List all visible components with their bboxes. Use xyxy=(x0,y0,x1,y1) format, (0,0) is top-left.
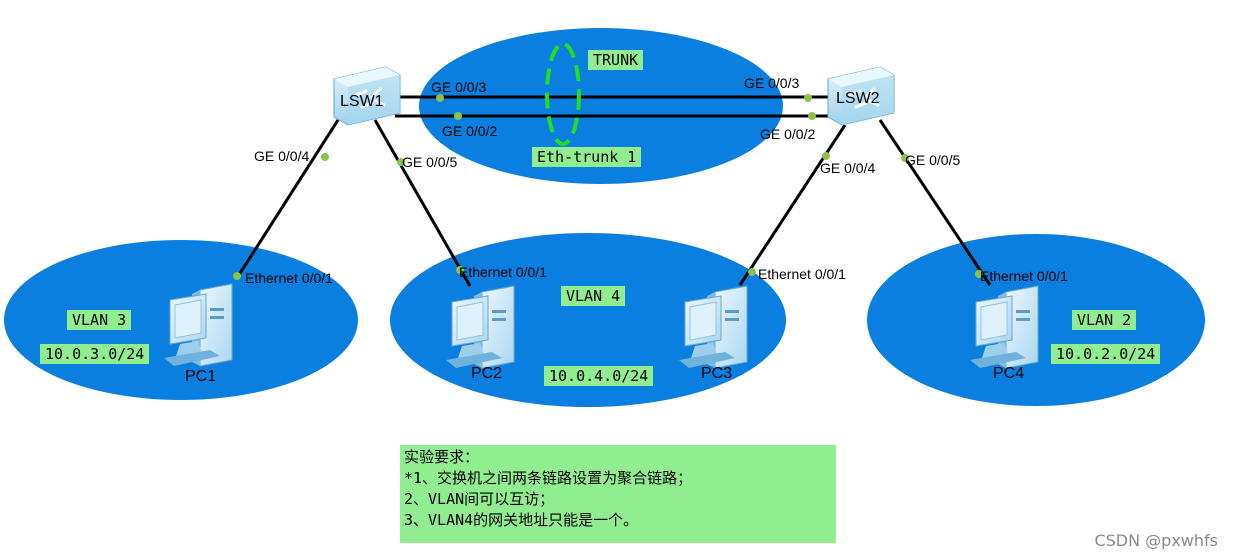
vlan3-network-tag: 10.0.3.0/24 xyxy=(40,344,150,364)
requirements-title: 实验要求： xyxy=(404,448,480,466)
pc1-label: PC1 xyxy=(185,368,216,385)
pc4-label: PC4 xyxy=(993,365,1024,382)
watermark: CSDN @pxwhfs xyxy=(1094,531,1218,550)
vlan4-tag: VLAN 4 xyxy=(561,286,626,306)
port-label: Ethernet 0/0/1 xyxy=(758,266,846,282)
vlan2-network-tag: 10.0.2.0/24 xyxy=(1051,344,1161,364)
eth-trunk-tag: Eth-trunk 1 xyxy=(532,147,642,167)
port-dots xyxy=(233,94,983,280)
port-label: Ethernet 0/0/1 xyxy=(459,264,547,280)
port-label: GE 0/0/2 xyxy=(760,126,815,142)
link-lsw2-pc4 xyxy=(878,119,992,286)
link-lsw2-pc3 xyxy=(738,124,847,286)
vlan4-network-tag: 10.0.4.0/24 xyxy=(544,366,654,386)
port-label: Ethernet 0/0/1 xyxy=(245,270,333,286)
pc3-label: PC3 xyxy=(701,365,732,382)
vlan3-tag: VLAN 3 xyxy=(67,310,132,330)
lsw2-label: LSW2 xyxy=(836,90,880,107)
requirement-item: 3、VLAN4的网关地址只能是一个。 xyxy=(404,511,639,529)
port-label: GE 0/0/3 xyxy=(744,75,799,91)
lsw1-label: LSW1 xyxy=(340,93,384,110)
port-label: GE 0/0/4 xyxy=(820,160,875,176)
requirement-item: 2、VLAN间可以互访； xyxy=(404,490,555,508)
port-label: GE 0/0/2 xyxy=(442,123,497,139)
port-label: GE 0/0/5 xyxy=(402,154,457,170)
requirement-item: *1、交换机之间两条链路设置为聚合链路； xyxy=(404,469,693,487)
eth-trunk-ring xyxy=(545,42,581,146)
trunk-area xyxy=(419,28,783,184)
link-lsw1-pc2 xyxy=(373,119,472,287)
port-label: GE 0/0/3 xyxy=(431,79,486,95)
vlan2-tag: VLAN 2 xyxy=(1072,310,1137,330)
trunk-tag: TRUNK xyxy=(588,50,644,70)
port-label: Ethernet 0/0/1 xyxy=(980,268,1068,284)
requirements-box: 实验要求： *1、交换机之间两条链路设置为聚合链路； 2、VLAN间可以互访； … xyxy=(400,445,836,543)
link-lsw1-pc1 xyxy=(235,119,340,279)
port-label: GE 0/0/5 xyxy=(905,152,960,168)
port-label: GE 0/0/4 xyxy=(254,148,309,164)
pc2-label: PC2 xyxy=(471,365,502,382)
